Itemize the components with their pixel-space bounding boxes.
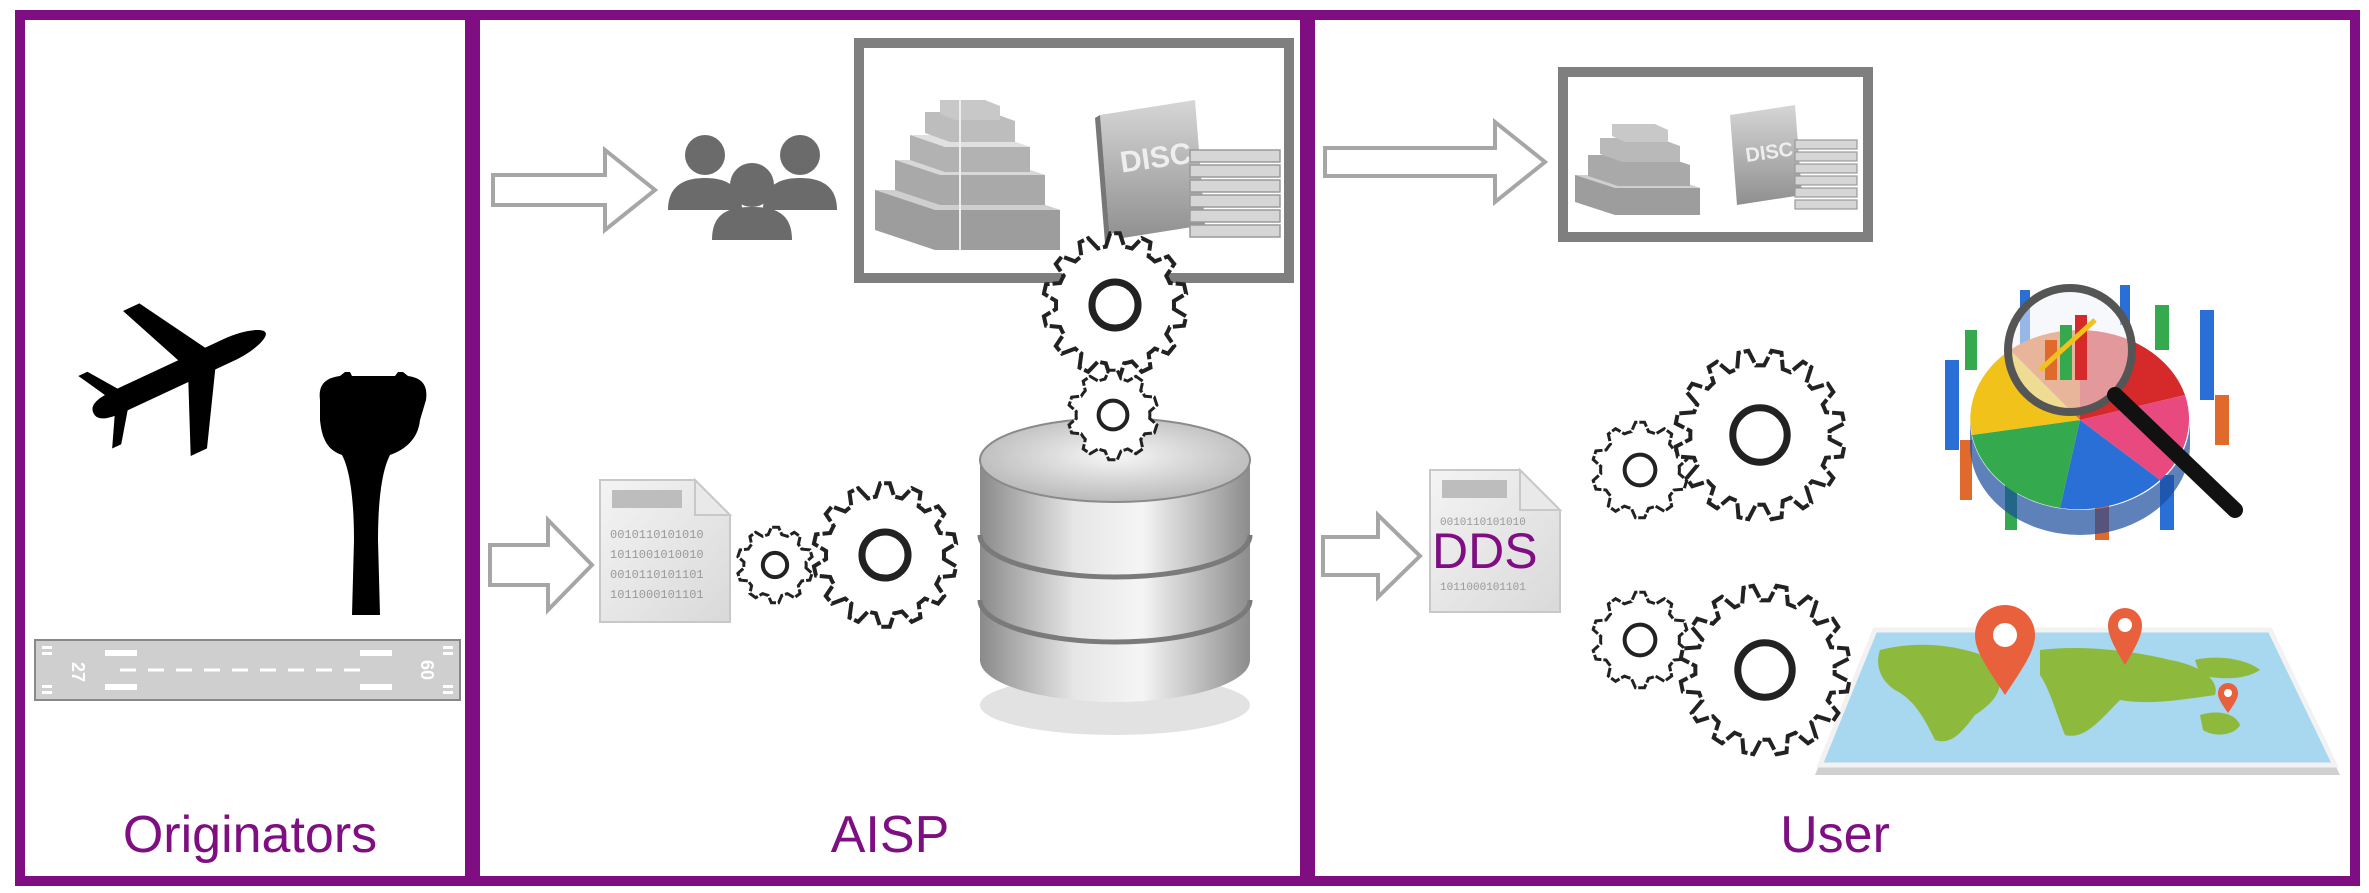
document-icon: 0010110101010 1011001010010 001011010110…: [599, 477, 733, 623]
originators-panel: [15, 10, 475, 886]
gear-icon: [1067, 368, 1159, 462]
svg-text:0010110101010: 0010110101010: [1440, 517, 1526, 529]
doc-binary-line-4: 1011000101101: [610, 588, 704, 602]
hollow-arrow-icon: [1323, 117, 1549, 207]
gear-icon: [1041, 231, 1189, 379]
originators-label: Originators: [122, 806, 378, 864]
control-tower-icon: [319, 372, 427, 615]
gear-icon: [811, 481, 959, 629]
runway-number-left: 27: [68, 662, 88, 682]
runway-icon: 27 09: [34, 639, 461, 701]
location-pin-icon: [1975, 605, 2035, 695]
doc-binary-line-3: 0010110101101: [610, 568, 704, 582]
document-icon: 0010110101010 1011000101101: [1429, 467, 1563, 613]
runway-number-right: 09: [418, 660, 438, 680]
svg-text:1011000101101: 1011000101101: [1440, 582, 1526, 594]
hollow-arrow-icon: [491, 145, 659, 235]
gear-icon: [1673, 348, 1847, 522]
database-icon: [977, 417, 1253, 735]
publications-stack-icon: DISC: [875, 100, 1281, 250]
gear-icon: [736, 525, 814, 605]
hollow-arrow-icon: [1321, 510, 1423, 602]
aisp-panel: [470, 10, 1310, 886]
user-label: User: [1780, 806, 1890, 864]
gear-icon: [1591, 590, 1689, 690]
magnifier-icon: [2004, 284, 2243, 518]
gear-icon: [1678, 583, 1852, 757]
doc-binary-line-2: 1011001010010: [610, 548, 704, 562]
dds-label: DDS: [1432, 523, 1538, 579]
hollow-arrow-icon: [488, 515, 595, 615]
gear-icon: [1591, 420, 1689, 520]
doc-binary-line-1: 0010110101010: [610, 528, 704, 542]
people-group-icon: [668, 135, 837, 240]
aisp-label: AISP: [830, 806, 950, 864]
user-panel: [1305, 10, 2360, 886]
gears-group: [736, 231, 1852, 757]
location-pin-icon: [2218, 683, 2238, 713]
publications-stack-icon: DISC: [1575, 105, 1858, 215]
airplane-icon: [78, 303, 266, 456]
location-pin-icon: [2108, 608, 2142, 665]
